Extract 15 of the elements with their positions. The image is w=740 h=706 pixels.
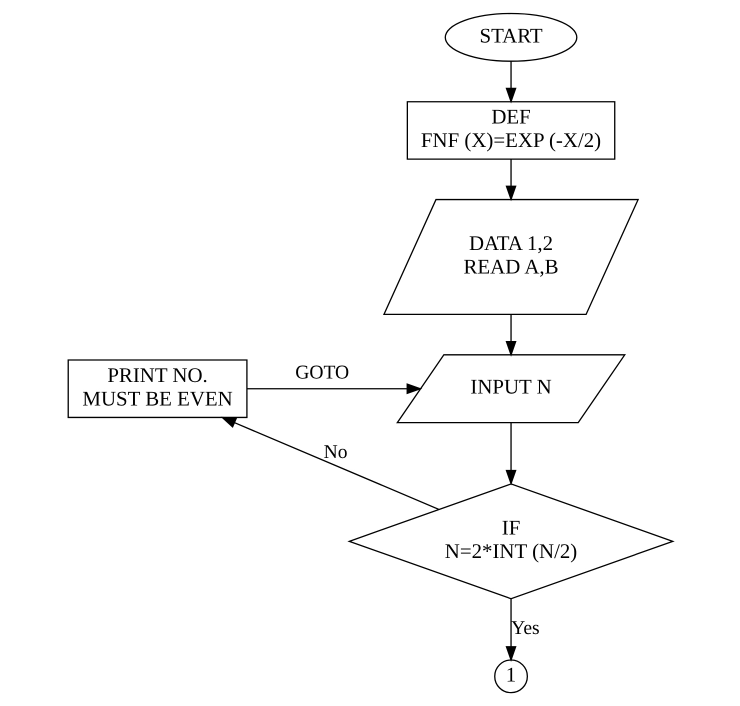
edge-label: GOTO xyxy=(294,362,349,384)
node-diamond: IF N=2*INT (N/2) xyxy=(346,483,674,600)
arrow xyxy=(505,159,516,202)
node-box: DEF FNF (X)=EXP (-X/2) xyxy=(406,101,615,160)
arrow xyxy=(505,61,516,104)
node-ellipse: START xyxy=(444,12,577,62)
arrow xyxy=(505,422,516,486)
edge-label: Yes xyxy=(510,618,540,639)
node-box: PRINT NO. MUST BE EVEN xyxy=(67,359,248,418)
arrow xyxy=(505,598,516,662)
arrow xyxy=(220,416,438,510)
arrow xyxy=(505,314,516,357)
node-circle: 1 xyxy=(494,659,528,694)
edge-label: No xyxy=(323,442,348,463)
arrow xyxy=(246,383,422,394)
